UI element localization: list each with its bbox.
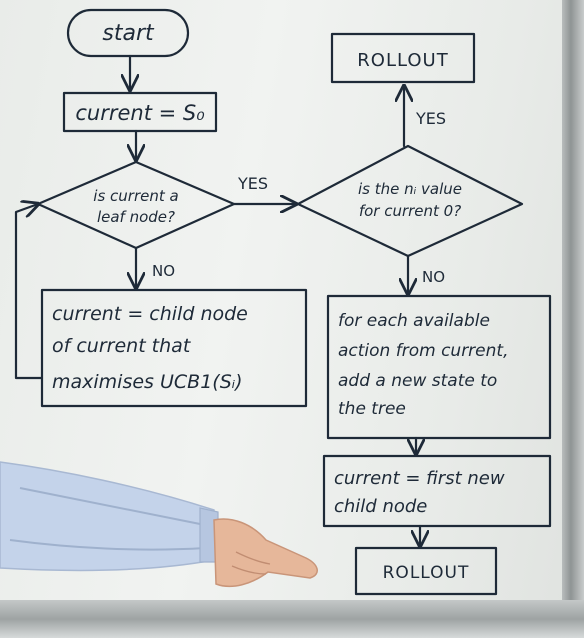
select-child-box	[40, 288, 308, 408]
decision-n-line-2: for current 0?	[359, 202, 461, 220]
first-child-line-1: current = first new	[334, 468, 505, 489]
rollout-top-label: ROLLOUT	[357, 50, 448, 71]
whiteboard-frame-right	[562, 0, 584, 638]
hand	[213, 518, 318, 588]
decision-n-value	[296, 144, 524, 258]
shirt-sleeve	[0, 461, 215, 572]
start-label: start	[102, 21, 155, 46]
select-child-line-1: current = child node	[52, 303, 248, 325]
init-label: current = S₀	[75, 101, 205, 125]
expand-line-1: for each available	[338, 311, 490, 331]
expand-line-4: the tree	[338, 399, 406, 419]
yes-label-n: YES	[415, 109, 446, 128]
expand-line-3: add a new state to	[338, 371, 497, 391]
pointing-hand	[0, 461, 318, 588]
whiteboard-frame-bottom	[0, 600, 584, 638]
sleeve-fold	[9, 487, 206, 551]
decision-leaf-line-1: is current a	[93, 187, 178, 205]
first-child-line-2: child node	[334, 496, 427, 517]
yes-label-leaf: YES	[237, 174, 268, 193]
rollout-bottom-box	[354, 546, 498, 596]
start-terminal	[66, 8, 190, 58]
expand-line-2: action from current,	[338, 341, 508, 361]
decision-n-line-1: is the nᵢ value	[358, 180, 462, 198]
loop-back-line	[14, 204, 44, 380]
select-child-line-3: maximises UCB1(Sᵢ)	[52, 371, 243, 393]
no-label-leaf: NO	[152, 262, 175, 280]
rollout-bottom-label: ROLLOUT	[383, 563, 470, 583]
no-label-n: NO	[422, 268, 445, 286]
expand-box	[326, 294, 552, 440]
decision-leaf-node	[36, 160, 236, 250]
decision-leaf-line-2: leaf node?	[97, 208, 175, 226]
init-box	[62, 91, 218, 133]
first-child-box	[322, 454, 552, 528]
select-child-line-2: of current that	[52, 335, 192, 357]
rollout-top-box	[330, 32, 476, 84]
finger-crease	[231, 551, 271, 575]
